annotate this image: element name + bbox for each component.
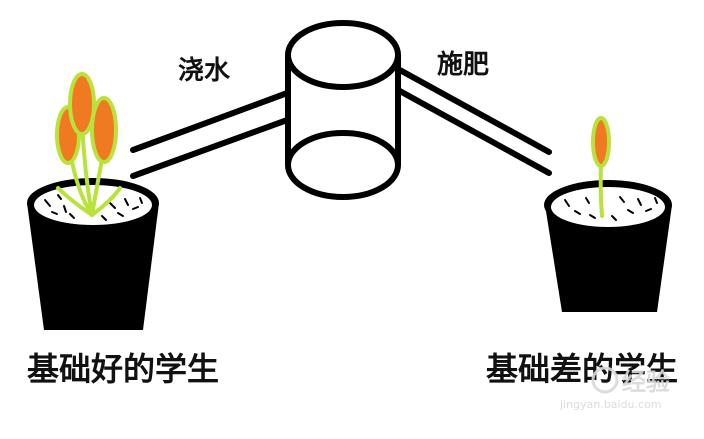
water-pipe (133, 92, 290, 176)
left-plant-leaves (57, 74, 116, 163)
right-plant-leaf (593, 118, 609, 166)
fertilizer-pipe (398, 69, 549, 173)
watermark-brand: 经验 (622, 368, 670, 396)
leaf (92, 98, 116, 162)
left-pot (27, 74, 159, 330)
left-pot-caption: 基础好的学生 (27, 350, 219, 388)
right-pot-soil (551, 187, 665, 227)
right-pot (544, 118, 672, 312)
right-plant-stem (601, 160, 602, 216)
watering-label: 浇水 (178, 56, 231, 86)
supply-cylinder (288, 23, 398, 197)
watermark-url: jingyan.baidu.com (559, 398, 662, 411)
fertilizing-label: 施肥 (437, 49, 489, 80)
